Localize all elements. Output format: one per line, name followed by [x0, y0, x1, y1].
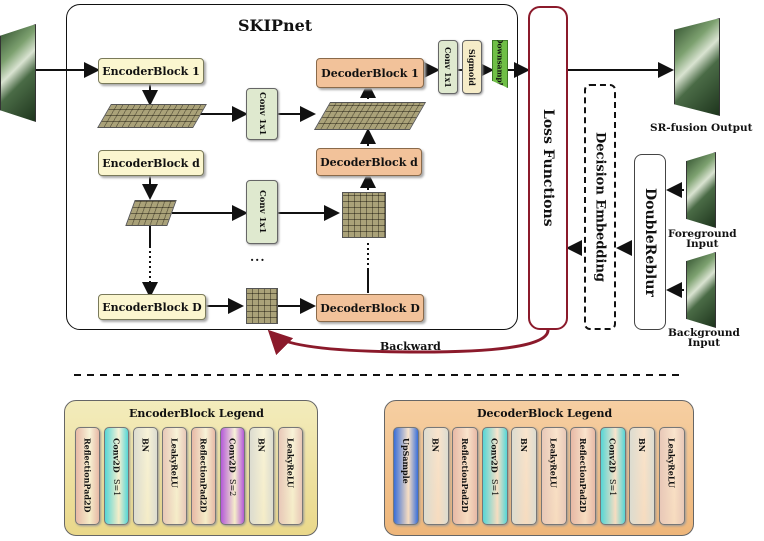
head-sigmoid: Sigmoid: [462, 40, 482, 94]
input-image: [0, 24, 36, 122]
skipnet-title: SKIPnet: [238, 16, 313, 35]
decoder-layer-bn: BN: [422, 427, 449, 525]
encoder-layer-bn: BN: [249, 427, 274, 525]
background-label: Background Input: [668, 327, 740, 349]
head-conv: Conv 1x1: [438, 40, 458, 94]
decoder-layer-leakyrelu: LeakyReLU: [540, 427, 567, 525]
doublereblur-label: DoubleReblur: [642, 187, 658, 297]
feature-map-decoder-d: [342, 192, 386, 238]
skip-conv-1: Conv 1x1: [246, 88, 278, 140]
encoder-layer-reflectionpad2d: ReflectionPad2D: [75, 427, 100, 525]
decoder-layer-reflectionpad2d: ReflectionPad2D: [452, 427, 478, 525]
sr-output-image: [674, 18, 720, 116]
foreground-label: Foreground Input: [668, 228, 737, 250]
doublereblur-box: DoubleReblur: [634, 154, 666, 330]
decoder-layer-reflectionpad2d: ReflectionPad2D: [570, 427, 596, 525]
decision-embedding-box: Decision Embedding: [584, 84, 616, 330]
feature-map-decoder-1: [313, 102, 427, 130]
head-downsample: Downsample: [492, 40, 508, 88]
decoder-block-D: DecoderBlock D: [316, 294, 424, 322]
decoder-block-d: DecoderBlock d: [316, 148, 422, 176]
loss-functions-label: Loss Functions: [540, 109, 556, 227]
background-image: [686, 252, 716, 328]
decoder-layer-bn: BN: [629, 427, 655, 525]
skipnet-panel: [66, 4, 518, 330]
backward-label: Backward: [380, 340, 441, 353]
decision-embedding-label: Decision Embedding: [592, 132, 608, 282]
skip-ellipsis: ...: [250, 250, 266, 264]
encoder-layer-leakyrelu: LeakyReLU: [162, 427, 187, 525]
encoder-block-1: EncoderBlock 1: [98, 58, 204, 84]
encoder-layer-reflectionpad2d: ReflectionPad2D: [191, 427, 216, 525]
encoder-layer-leakyrelu: LeakyReLU: [278, 427, 303, 525]
sr-output-label: SR-fusion Output: [650, 122, 753, 134]
decoder-layer-bn: BN: [511, 427, 537, 525]
decoder-legend-title: DecoderBlock Legend: [477, 407, 613, 420]
encoder-block-d: EncoderBlock d: [98, 150, 204, 176]
loss-functions-box: Loss Functions: [528, 6, 568, 330]
encoder-block-D: EncoderBlock D: [98, 294, 206, 320]
feature-map-encoder-1: [97, 104, 207, 128]
encoder-layer-bn: BN: [133, 427, 158, 525]
feature-map-bottleneck: [246, 288, 278, 324]
decoder-layer-leakyrelu: LeakyReLU: [658, 427, 685, 525]
skip-conv-d: Conv 1x1: [246, 180, 278, 244]
decoder-layer-upsample: UpSample: [393, 427, 419, 525]
foreground-image: [686, 152, 716, 228]
encoder-legend-title: EncoderBlock Legend: [129, 407, 264, 420]
decoder-block-1: DecoderBlock 1: [316, 58, 424, 88]
